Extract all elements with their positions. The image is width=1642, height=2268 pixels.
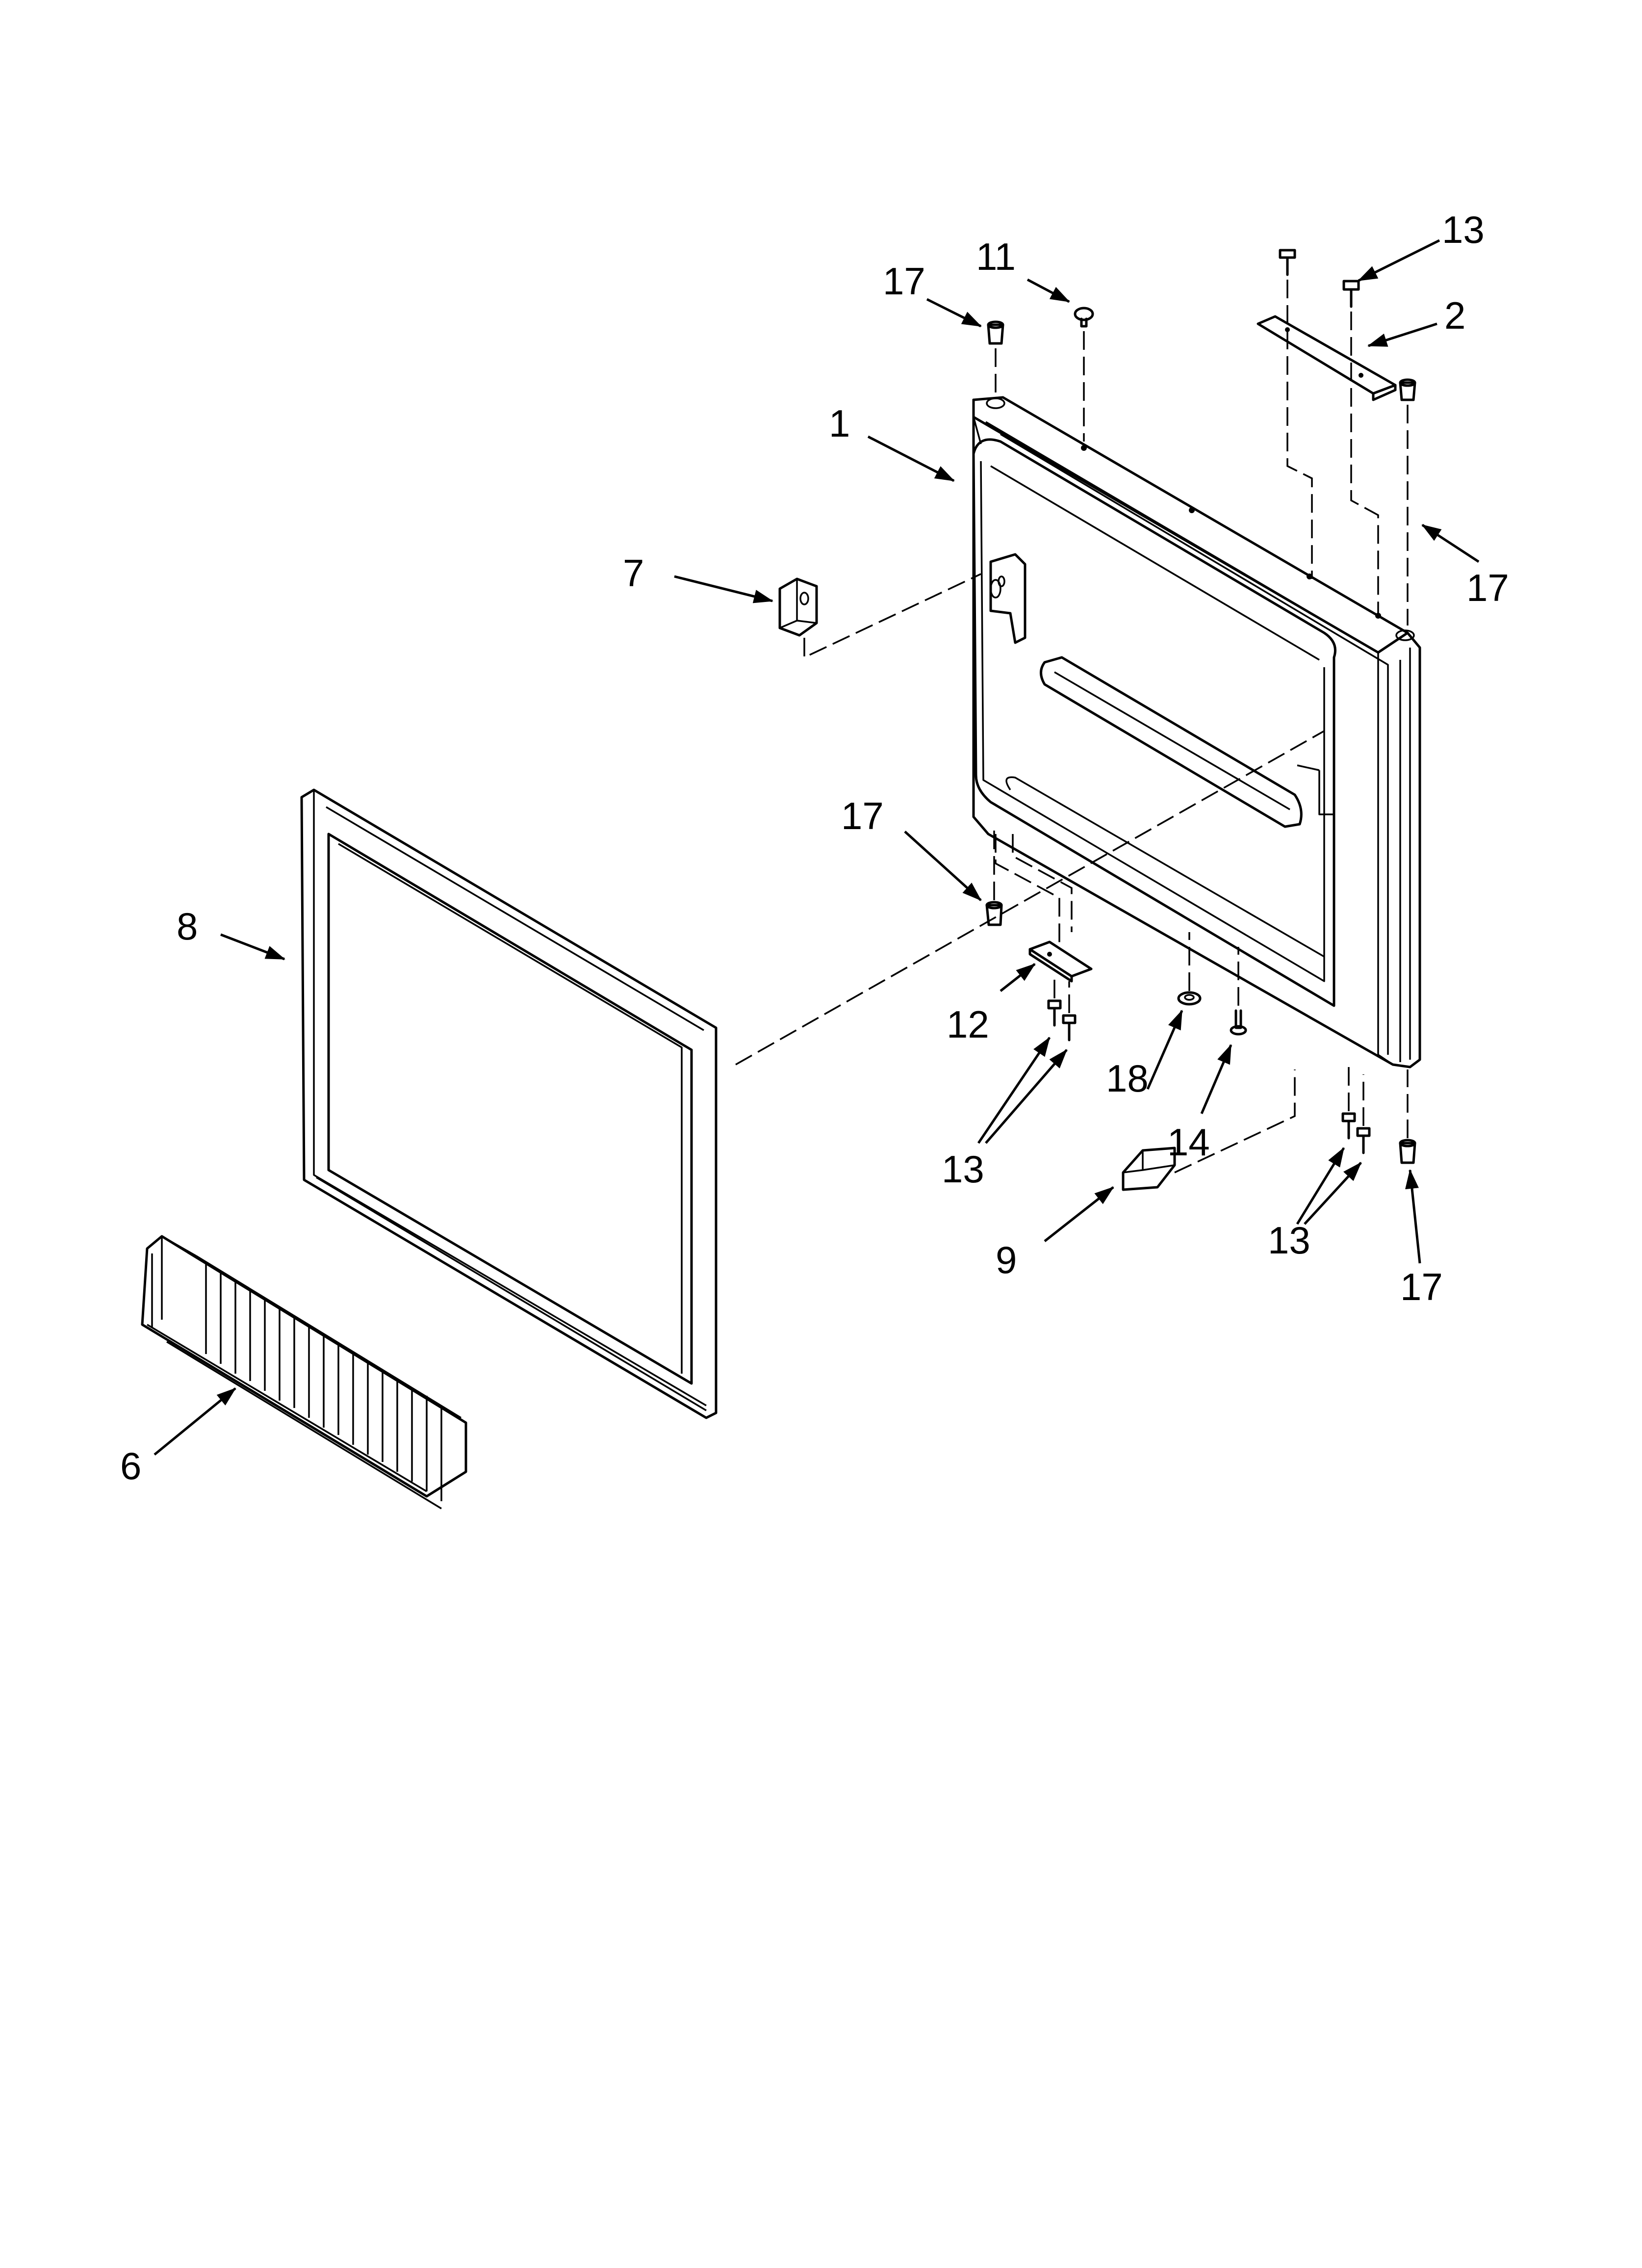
callout-17-top: 17 [883,260,925,303]
callout-1: 1 [829,402,850,445]
gasket-alignment-line [735,730,1325,1066]
callout-9: 9 [996,1238,1017,1281]
callout-12: 12 [947,1003,989,1046]
callout-7: 7 [623,551,644,595]
callout-2: 2 [1444,294,1465,337]
hinge-cover-7 [778,573,981,659]
washer-18 [1177,932,1202,1006]
callout-17-right: 17 [1466,566,1509,609]
lower-bracket-12 [995,834,1093,983]
door-gasket-8 [300,788,718,1419]
plug-11 [1074,307,1094,442]
callout-13-lower-right: 13 [1268,1219,1310,1262]
hinge-plugs [985,320,1416,1164]
callout-17-lower-right: 17 [1400,1265,1443,1308]
leader-arrows [154,239,1480,1456]
callout-13-top: 13 [1442,208,1485,251]
callout-labels: 1 2 6 7 8 9 11 12 13 13 13 14 17 17 17 1… [120,208,1509,1487]
callout-8: 8 [177,905,198,948]
callout-18: 18 [1106,1057,1149,1100]
callout-14: 14 [1167,1121,1210,1164]
handle-cover-9 [1122,1069,1296,1191]
lower-left-screws [1047,976,1077,1042]
callout-6: 6 [120,1444,141,1487]
callout-13-lower-left: 13 [942,1147,984,1191]
top-screws [1279,249,1379,613]
door-assembly [972,396,1421,1069]
callout-11: 11 [976,235,1016,278]
wire-basket-6 [141,1235,467,1510]
lower-right-screws [1341,1067,1371,1154]
top-bracket [1257,315,1397,401]
pin-14 [1230,947,1247,1036]
callout-17-lower-left: 17 [841,794,884,837]
